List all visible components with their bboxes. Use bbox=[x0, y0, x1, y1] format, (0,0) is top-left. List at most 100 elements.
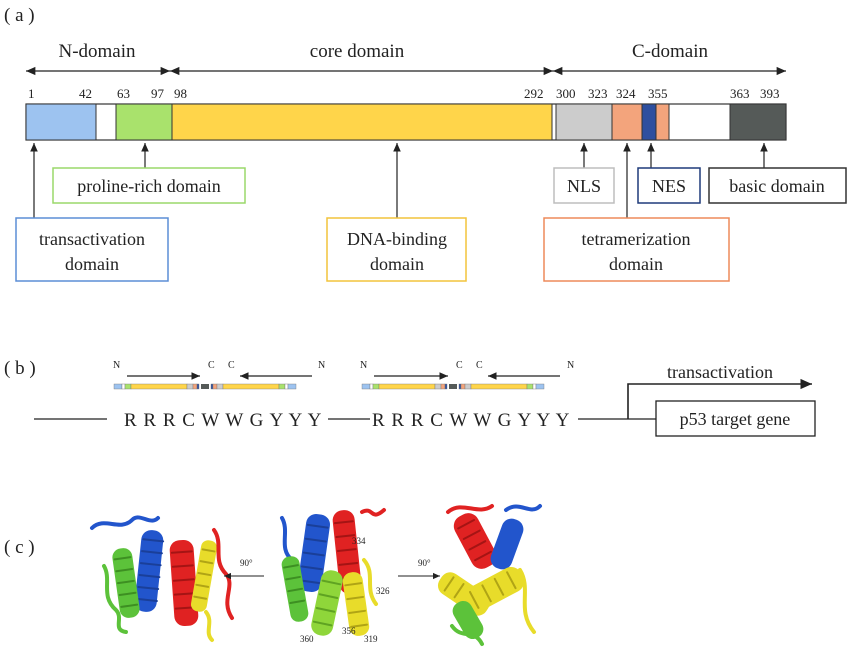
n-terminus-label-2: N bbox=[318, 360, 325, 371]
segment-tetramerization bbox=[611, 103, 643, 141]
pos-300: 300 bbox=[556, 86, 576, 101]
mini-segment bbox=[130, 383, 188, 390]
residue-334: 334 bbox=[352, 536, 366, 546]
mini-segment bbox=[186, 383, 194, 390]
pos-42: 42 bbox=[79, 86, 92, 101]
n-domain-label: N-domain bbox=[58, 41, 136, 62]
mini-protein-bar-2 bbox=[361, 383, 545, 390]
n-terminus-label-4: N bbox=[567, 360, 574, 371]
mini-segment bbox=[460, 383, 466, 390]
residue-356: 356 bbox=[342, 626, 356, 636]
pos-363: 363 bbox=[730, 86, 750, 101]
proline-rich-box bbox=[52, 167, 246, 204]
panel-b-label: ( b ) bbox=[4, 358, 36, 379]
segment-transactivation bbox=[25, 103, 97, 141]
target-gene-box bbox=[655, 400, 816, 437]
c-terminus-label-3: C bbox=[456, 360, 463, 371]
mini-segment bbox=[449, 384, 457, 389]
mini-segment bbox=[196, 383, 200, 390]
mini-segment bbox=[124, 383, 132, 390]
tetramerization-box bbox=[543, 217, 730, 282]
dna-binding-label-line2: domain bbox=[370, 254, 424, 274]
mini-segment bbox=[464, 383, 472, 390]
transactivation-label-line2: domain bbox=[65, 254, 119, 274]
core-domain-label: core domain bbox=[310, 41, 405, 62]
mini-segment bbox=[278, 383, 286, 390]
mini-segment bbox=[440, 383, 446, 390]
pos-63: 63 bbox=[117, 86, 130, 101]
mini-segment bbox=[378, 383, 436, 390]
tetramerization-label-line2: domain bbox=[609, 254, 663, 274]
panel-a-label: ( a ) bbox=[4, 5, 35, 26]
mini-segment bbox=[121, 383, 126, 390]
mini-segment bbox=[458, 383, 462, 390]
mini-segment bbox=[372, 383, 380, 390]
segment-nls bbox=[555, 103, 613, 141]
pos-393: 393 bbox=[760, 86, 780, 101]
nes-label: NES bbox=[652, 176, 686, 196]
panel-c-label: ( c ) bbox=[4, 537, 35, 558]
mini-segment bbox=[210, 383, 214, 390]
mini-segment bbox=[361, 383, 371, 390]
response-sequence-1: R R R C W W G Y Y Y bbox=[124, 410, 322, 431]
n-terminus-label-3: N bbox=[360, 360, 367, 371]
residue-319: 319 bbox=[364, 634, 378, 644]
protein-domain-bar bbox=[25, 103, 787, 141]
c-terminus-label-4: C bbox=[476, 360, 483, 371]
transactivation-box bbox=[15, 217, 169, 282]
transactivation-label-line1: transactivation bbox=[39, 229, 145, 249]
mini-segment bbox=[201, 384, 209, 389]
tetramer-structure-view-3 bbox=[437, 504, 542, 646]
mini-protein-bar-1 bbox=[113, 383, 297, 390]
transactivation-text: transactivation bbox=[667, 362, 773, 382]
mini-segment bbox=[526, 383, 534, 390]
pos-1: 1 bbox=[28, 86, 35, 101]
pos-323: 323 bbox=[588, 86, 608, 101]
mini-segment bbox=[444, 383, 448, 390]
segment-proline-rich bbox=[115, 103, 173, 141]
proline-rich-label: proline-rich domain bbox=[77, 176, 220, 196]
segment-basic bbox=[729, 103, 787, 141]
pos-98: 98 bbox=[174, 86, 187, 101]
pos-324: 324 bbox=[616, 86, 636, 101]
response-sequence-2: R R R C W W G Y Y Y bbox=[372, 410, 570, 431]
residue-360: 360 bbox=[300, 634, 314, 644]
rotation-label-right: 90° bbox=[418, 558, 431, 568]
n-terminus-label-1: N bbox=[113, 360, 120, 371]
c-terminus-label-2: C bbox=[228, 360, 235, 371]
mini-segment bbox=[434, 383, 442, 390]
dna-binding-box bbox=[326, 217, 467, 282]
mini-segment bbox=[369, 383, 374, 390]
residue-326: 326 bbox=[376, 586, 390, 596]
segment-nes bbox=[641, 103, 657, 141]
mini-segment bbox=[532, 383, 537, 390]
basic-domain-box bbox=[708, 167, 847, 204]
dna-binding-label-line1: DNA-binding bbox=[347, 229, 447, 249]
c-domain-label: C-domain bbox=[632, 41, 708, 62]
mini-segment bbox=[192, 383, 198, 390]
c-terminus-label-1: C bbox=[208, 360, 215, 371]
tetramer-structure-view-2 bbox=[280, 508, 386, 636]
basic-domain-label: basic domain bbox=[729, 176, 824, 196]
mini-segment bbox=[113, 383, 123, 390]
tetramerization-label-line1: tetramerization bbox=[582, 229, 691, 249]
segment-core bbox=[171, 103, 553, 141]
mini-segment bbox=[535, 383, 545, 390]
tetramer-structure-view-1 bbox=[90, 515, 234, 642]
mini-segment bbox=[284, 383, 289, 390]
mini-segment bbox=[222, 383, 280, 390]
nls-label: NLS bbox=[567, 176, 601, 196]
mini-segment bbox=[287, 383, 297, 390]
pos-292: 292 bbox=[524, 86, 544, 101]
target-gene-label: p53 target gene bbox=[680, 409, 791, 429]
pos-97: 97 bbox=[151, 86, 165, 101]
mini-segment bbox=[212, 383, 218, 390]
segment-tetramerization-2 bbox=[655, 103, 670, 141]
pos-355: 355 bbox=[648, 86, 668, 101]
nes-box bbox=[637, 167, 701, 204]
mini-segment bbox=[216, 383, 224, 390]
transactivation-arrow bbox=[627, 378, 812, 419]
rotation-label-left: 90° bbox=[240, 558, 253, 568]
